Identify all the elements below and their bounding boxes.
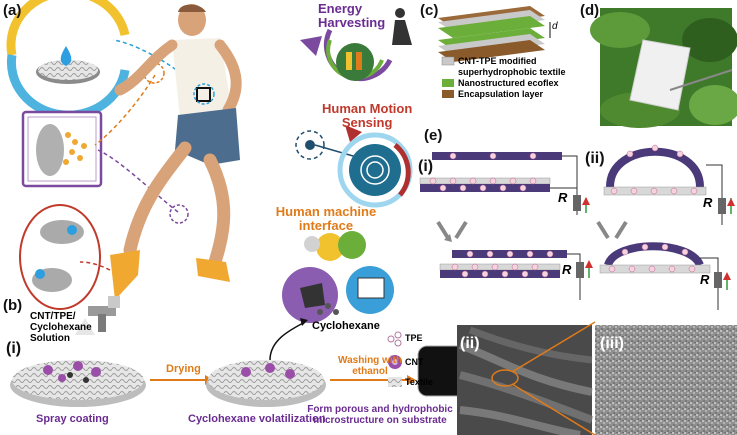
energy-harvesting-ring [300,8,412,82]
shoe-sensor-oval [19,204,101,310]
spray-gun-illustration [75,296,120,335]
legend-textile-line2: superhydrophobic textile [458,67,566,77]
sem-label-iii: (iii) [600,335,624,352]
panel-label-e-i: (i) [418,158,434,175]
sem-label-ii: (ii) [460,335,480,352]
panel-e-mechanism [419,144,735,310]
form-line1: Form porous and hydrophobic [307,404,453,415]
spray-coating-label: Spray coating [36,413,109,425]
thickness-label: d [552,21,558,32]
form-microstructure-label: Form porous and hydrophobic microstructu… [300,404,460,426]
droplet-textile-illustration [6,0,130,120]
solution-label: CNT/TPE/ Cyclohexane Solution [30,311,92,344]
panel-a [6,0,413,323]
microstructure-box [21,110,103,188]
panel-c-layers [438,6,551,98]
legend-swatch-textile [441,56,455,66]
hmi-label: Human machine interface [274,205,378,233]
panel-label-e: (e) [424,127,443,144]
motion-label-line2: Sensing [341,115,393,130]
panel-label-d: (d) [580,2,600,19]
volatilization-label: Cyclohexane volatilization [188,413,326,425]
panel-label-b: (b) [3,297,23,314]
legend-textile-icon [388,377,402,387]
panel-b-process [10,296,737,435]
motion-sensing-dial [295,125,413,208]
resistor-label-2: R [562,262,572,277]
legend-ecoflex: Nanostructured ecoflex [458,78,559,88]
panel-d-photo [590,8,737,128]
runner-illustration [110,4,242,300]
sem-image-ii [457,325,594,435]
panel-label-a: (a) [3,2,22,19]
resistor-label-1: R [558,190,568,205]
legend-encapsulation: Encapsulation layer [458,89,544,99]
cyclohexane-label: Cyclohexane [312,320,380,332]
solution-line3: Solution [30,333,70,344]
energy-harvesting-label: Energy Harvesting [318,2,385,30]
layer-legend: CNT-TPE modified superhydrophobic textil… [458,56,566,100]
textile-legend-label: Textile [405,377,433,387]
motion-label-line1: Human Motion [322,101,413,116]
washing-label: Washing with ethanol [338,355,402,377]
sem-image-iii [595,325,737,435]
solution-line1: CNT/TPE/ [30,311,76,322]
washing-line1: Washing with [338,355,403,366]
legend-textile-line1: CNT-TPE modified [458,56,537,66]
drying-label: Drying [166,363,201,375]
legend-cnt-icon [388,355,402,369]
resistor-label-3: R [703,195,713,210]
form-line2: microstructure on substrate [313,415,447,426]
washing-line2: ethanol [352,366,388,377]
tpe-legend-label: TPE [405,333,423,343]
panel-label-c: (c) [420,2,439,19]
energy-label-line2: Harvesting [318,15,386,30]
motion-sensing-label: Human Motion Sensing [322,102,412,130]
hmi-label-line2: interface [298,218,354,233]
solution-line2: Cyclohexane [30,322,92,333]
legend-tpe-icon [387,331,402,347]
legend-swatch-ecoflex [442,79,454,87]
cnt-legend-label: CNT [405,357,424,367]
panel-label-b-i: (i) [6,340,22,357]
hmi-illustration [282,231,394,323]
legend-swatch-encapsulation [442,90,454,98]
hmi-label-line1: Human machine [275,204,377,219]
resistor-label-4: R [700,272,710,287]
energy-label-line1: Energy [318,1,363,16]
panel-label-e-ii: (ii) [585,150,605,167]
